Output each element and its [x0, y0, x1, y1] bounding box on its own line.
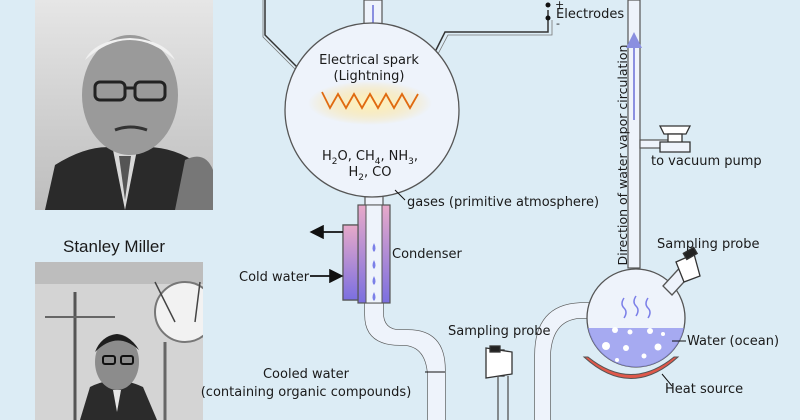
water-ocean-label: Water (ocean)	[687, 334, 779, 349]
sampling-probe-bottom-icon	[485, 345, 513, 420]
cooled-water-label-line2: (containing organic compounds)	[201, 385, 412, 400]
formula-symbol: H	[322, 149, 332, 164]
spark-label-line1: Electrical spark	[319, 53, 419, 68]
electrode-terminal-minus	[545, 15, 551, 21]
bubbles	[602, 327, 665, 362]
gas-formula-line1: H2O, CH4, NH3,	[322, 149, 418, 167]
sampling-probe-right-label: Sampling probe	[657, 237, 760, 252]
formula-symbol: H	[349, 165, 359, 180]
cooled-water-label-line1: Cooled water	[263, 367, 350, 382]
leader-lines	[394, 189, 686, 387]
condenser	[342, 204, 391, 304]
circulation-label: Direction of water vapor circulation	[615, 45, 630, 266]
formula-symbol: CO	[372, 165, 391, 180]
sampling-probe-right-icon	[662, 246, 701, 296]
portrait-photo	[35, 0, 213, 210]
sampling-probe-bottom-label: Sampling probe	[448, 324, 551, 339]
gas-formula-line2: H2, CO	[349, 165, 392, 183]
electrode-minus-sign: -	[556, 17, 560, 30]
formula-suffix: O,	[338, 149, 352, 164]
formula-symbol: CH	[356, 149, 375, 164]
gases-label: gases (primitive atmosphere)	[407, 195, 599, 210]
return-tube	[626, 0, 679, 269]
ocean-flask	[582, 246, 701, 379]
vacuum-label: to vacuum pump	[651, 154, 762, 169]
formula-suffix: ,	[364, 165, 368, 180]
water-ocean-fill	[588, 328, 684, 368]
heat-source-label: Heat source	[665, 382, 743, 397]
formula-subscript: 2	[358, 173, 364, 183]
formula-suffix: ,	[414, 149, 418, 164]
lab-photo	[35, 262, 203, 420]
electrode-plus-sign: +	[555, 0, 564, 11]
spark-label-line2: (Lightning)	[334, 69, 405, 84]
condenser-label: Condenser	[392, 247, 463, 262]
electrodes-label: Electrodes	[556, 7, 624, 22]
formula-subscript: 4	[375, 157, 381, 167]
person-caption: Stanley Miller	[63, 237, 166, 256]
formula-suffix: ,	[380, 149, 384, 164]
electrode-terminal-plus	[545, 2, 551, 8]
vacuum-stopcock-icon	[658, 125, 692, 153]
formula-symbol: NH	[389, 149, 409, 164]
steam-icon	[621, 295, 651, 319]
formula-subscript: 2	[332, 157, 338, 167]
condensate-drops	[372, 243, 376, 301]
formula-subscript: 3	[408, 157, 414, 167]
cold-water-label: Cold water	[239, 270, 310, 285]
spark-icon	[308, 81, 432, 125]
heat-source-icon	[582, 356, 680, 379]
